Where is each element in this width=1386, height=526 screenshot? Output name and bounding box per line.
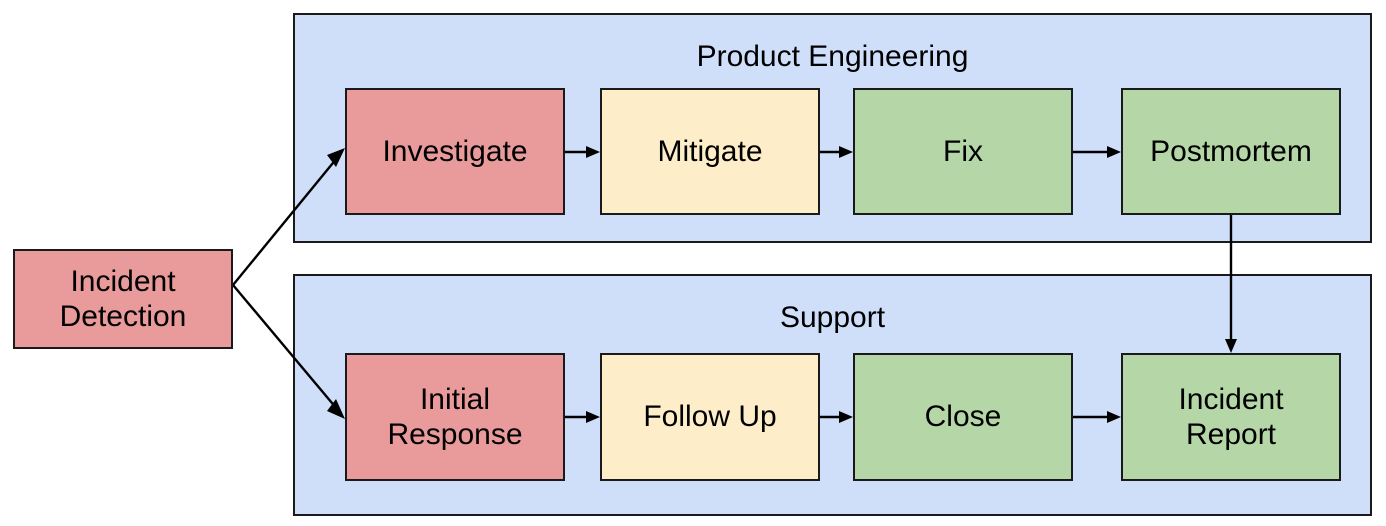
swimlane-title-product-engineering: Product Engineering [696, 40, 969, 73]
node-close[interactable]: Close [853, 353, 1073, 481]
swimlane-title-support: Support [779, 301, 886, 334]
node-postmortem[interactable]: Postmortem [1121, 88, 1341, 215]
node-initial-response[interactable]: Initial Response [345, 353, 565, 481]
node-investigate[interactable]: Investigate [345, 88, 565, 215]
node-follow-up[interactable]: Follow Up [600, 353, 820, 481]
node-fix[interactable]: Fix [853, 88, 1073, 215]
node-incident-detection[interactable]: Incident Detection [13, 249, 233, 349]
node-mitigate[interactable]: Mitigate [600, 88, 820, 215]
node-incident-report[interactable]: Incident Report [1121, 353, 1341, 481]
